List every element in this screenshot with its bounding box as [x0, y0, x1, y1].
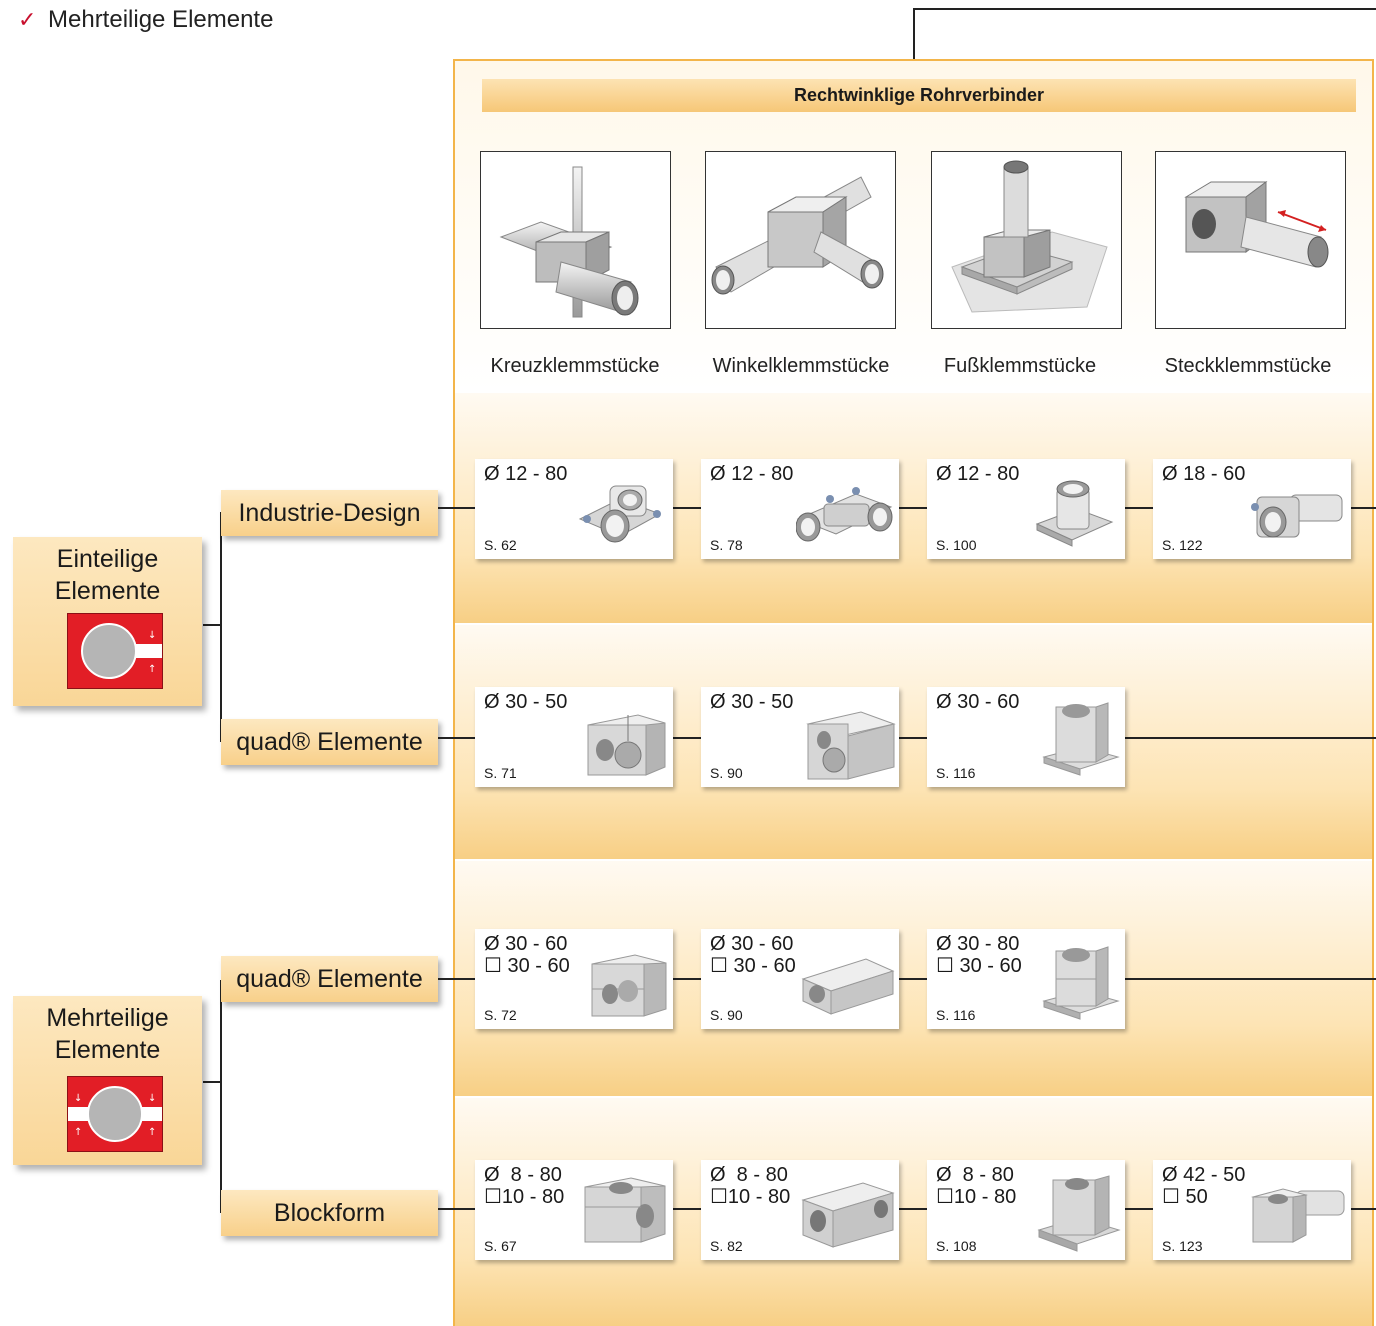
group-label-line: Elemente	[54, 1036, 161, 1064]
product-card[interactable]: Ø 12 - 80 S. 78	[701, 459, 899, 559]
checkmark-icon: ✓	[18, 7, 37, 32]
product-image	[801, 1182, 895, 1248]
type-label-steck: Steckklemmstücke	[1164, 355, 1332, 377]
product-image	[1042, 702, 1120, 776]
dimension-range: Ø 30 - 80 ☐ 30 - 60	[936, 933, 1022, 977]
connector-line	[914, 8, 1376, 10]
product-card[interactable]: Ø 12 - 80 S. 62	[475, 459, 673, 559]
page-reference: S. 123	[1162, 1238, 1203, 1254]
dimension-range: Ø 8 - 80 ☐10 - 80	[936, 1164, 1017, 1208]
row-connector	[438, 737, 1376, 739]
svg-text:↓: ↓	[148, 1093, 156, 1104]
type-label-fuss: Fußklemmstücke	[943, 355, 1097, 377]
dimension-range: Ø 30 - 60	[936, 691, 1020, 713]
page-section-label: Mehrteilige Elemente	[48, 6, 274, 33]
dimension-range: Ø 8 - 80 ☐10 - 80	[484, 1164, 565, 1208]
page-reference: S. 78	[710, 537, 743, 553]
svg-text:↑: ↑	[74, 1127, 82, 1138]
section-header: Rechtwinklige Rohrverbinder	[482, 79, 1356, 112]
product-image	[591, 954, 667, 1017]
category-blockform[interactable]: Blockform	[221, 1190, 438, 1236]
product-card[interactable]: Ø 30 - 60 ☐ 30 - 60 S. 72	[475, 929, 673, 1029]
category-quad-mehrteilig[interactable]: quad® Elemente	[221, 956, 438, 1002]
type-label-kreuz: Kreuzklemmstücke	[490, 355, 660, 377]
product-image	[587, 714, 666, 776]
page-reference: S. 67	[484, 1238, 517, 1254]
tree-line	[220, 980, 222, 1213]
multi-piece-clamp-icon: ↓ ↑ ↓ ↑	[67, 1076, 163, 1152]
page-reference: S. 90	[710, 1007, 743, 1023]
row-connector	[438, 1208, 1376, 1210]
fussklemmstueck-illustration	[931, 151, 1122, 329]
product-card[interactable]: Ø 8 - 80 ☐10 - 80 S. 82	[701, 1160, 899, 1260]
product-card[interactable]: Ø 8 - 80 ☐10 - 80 S. 108	[927, 1160, 1125, 1260]
page-reference: S. 116	[936, 765, 976, 781]
row-connector	[438, 507, 1376, 509]
group-label-line: Mehrteilige	[46, 1004, 169, 1032]
page-reference: S. 90	[710, 765, 743, 781]
product-image	[578, 485, 662, 543]
product-image	[806, 711, 896, 780]
product-card[interactable]: Ø 30 - 50 S. 90	[701, 687, 899, 787]
category-industrie-design[interactable]: Industrie-Design	[221, 490, 438, 536]
page-reference: S. 108	[936, 1238, 977, 1254]
dimension-range: Ø 8 - 80 ☐10 - 80	[710, 1164, 791, 1208]
page-reference: S. 62	[484, 537, 517, 553]
product-image	[801, 958, 895, 1015]
svg-text:↑: ↑	[148, 664, 156, 675]
tree-line	[203, 624, 222, 626]
product-card[interactable]: Ø 18 - 60 S. 122	[1153, 459, 1351, 559]
dimension-range: Ø 18 - 60	[1162, 463, 1246, 485]
dimension-range: Ø 12 - 80	[484, 463, 568, 485]
product-card[interactable]: Ø 42 - 50 ☐ 50 S. 123	[1153, 1160, 1351, 1260]
dimension-range: Ø 42 - 50 ☐ 50	[1162, 1164, 1246, 1208]
dimension-range: Ø 12 - 80	[936, 463, 1020, 485]
product-image	[1251, 494, 1343, 538]
type-label-winkel: Winkelklemmstücke	[712, 355, 890, 377]
dimension-range: Ø 30 - 60 ☐ 30 - 60	[710, 933, 796, 977]
dimension-range: Ø 30 - 50	[710, 691, 794, 713]
svg-text:↓: ↓	[148, 630, 156, 641]
dimension-range: Ø 12 - 80	[710, 463, 794, 485]
page-reference: S. 116	[936, 1007, 976, 1023]
group-label-line: Elemente	[54, 577, 161, 605]
page-reference: S. 71	[484, 765, 517, 781]
product-image	[1035, 480, 1114, 547]
product-image	[1042, 946, 1120, 1020]
category-quad-einteilig[interactable]: quad® Elemente	[221, 719, 438, 765]
kreuzklemmstueck-illustration	[480, 151, 671, 329]
product-card[interactable]: Ø 30 - 60 ☐ 30 - 60 S. 90	[701, 929, 899, 1029]
svg-text:↓: ↓	[74, 1093, 82, 1104]
svg-text:↑: ↑	[148, 1127, 156, 1138]
product-card[interactable]: Ø 30 - 80 ☐ 30 - 60 S. 116	[927, 929, 1125, 1029]
page-reference: S. 82	[710, 1238, 743, 1254]
steckklemmstueck-illustration	[1155, 151, 1346, 329]
page-reference: S. 122	[1162, 537, 1203, 553]
product-image	[796, 487, 893, 542]
row-connector	[438, 978, 1376, 980]
winkelklemmstueck-illustration	[705, 151, 896, 329]
page-reference: S. 72	[484, 1007, 517, 1023]
product-image	[584, 1177, 666, 1243]
overview-frame	[453, 59, 1374, 1326]
tree-line	[203, 1081, 222, 1083]
dimension-range: Ø 30 - 60 ☐ 30 - 60	[484, 933, 570, 977]
connector-line	[913, 8, 915, 80]
product-image	[1037, 1175, 1121, 1252]
dimension-range: Ø 30 - 50	[484, 691, 568, 713]
tree-line	[220, 512, 222, 742]
product-card[interactable]: Ø 8 - 80 ☐10 - 80 S. 67	[475, 1160, 673, 1260]
page-reference: S. 100	[936, 537, 977, 553]
product-card[interactable]: Ø 30 - 50 S. 71	[475, 687, 673, 787]
one-piece-clamp-icon: ↓ ↑	[67, 613, 163, 689]
product-card[interactable]: Ø 12 - 80 S. 100	[927, 459, 1125, 559]
group-label-line: Einteilige	[56, 545, 159, 573]
product-image	[1251, 1188, 1345, 1243]
product-card[interactable]: Ø 30 - 60 S. 116	[927, 687, 1125, 787]
